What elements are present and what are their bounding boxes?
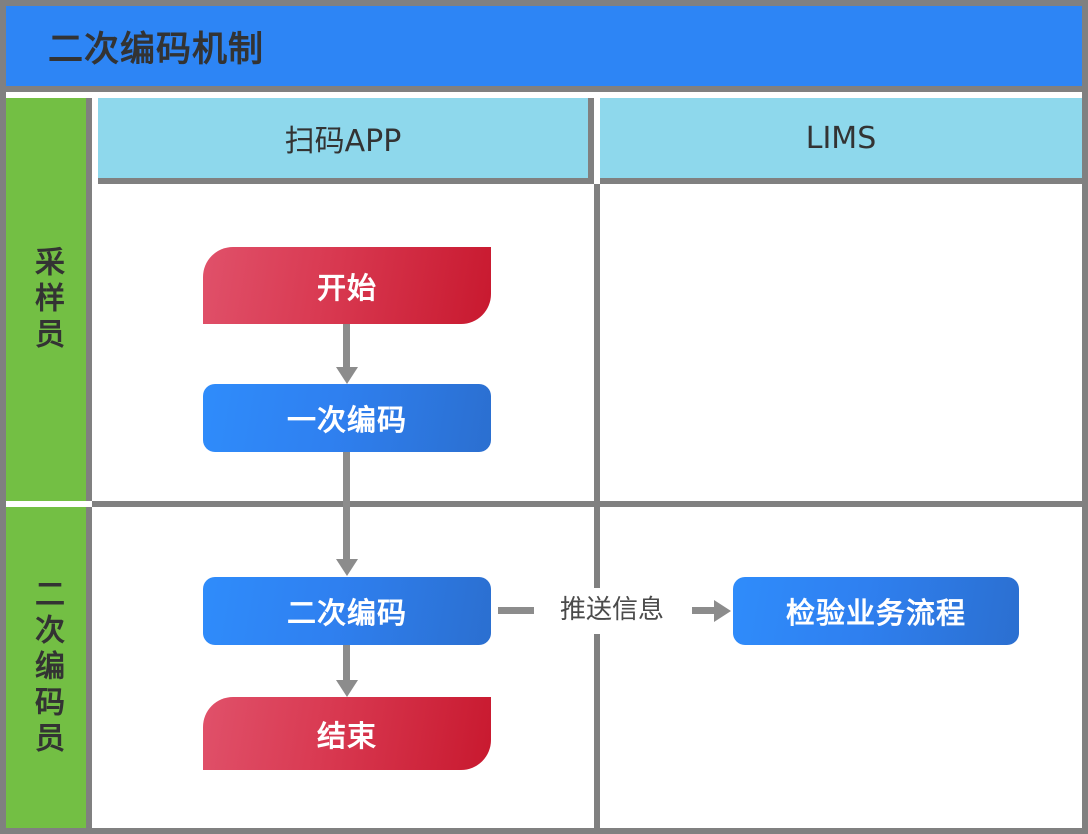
diagram-title-bar: 二次编码机制 bbox=[6, 6, 1082, 92]
connector-push-segment-left bbox=[498, 607, 534, 614]
lane-label-second-coder: 二次编码员 bbox=[29, 577, 64, 758]
lane-label-sampler: 采样员 bbox=[29, 245, 64, 354]
node-end[interactable]: 结束 bbox=[203, 697, 491, 770]
column-divider-top bbox=[594, 184, 600, 588]
connector-first-code-to-second-code bbox=[343, 452, 350, 559]
column-header-lims: LIMS bbox=[600, 98, 1082, 184]
arrow-right-icon bbox=[714, 600, 731, 622]
column-divider-bottom bbox=[594, 634, 600, 828]
arrow-down-icon bbox=[336, 680, 358, 697]
connector-second-code-to-end bbox=[343, 645, 350, 680]
arrow-down-icon bbox=[336, 559, 358, 576]
connector-start-to-first-code bbox=[343, 324, 350, 367]
column-label-scan-app: 扫码APP bbox=[284, 124, 402, 159]
connector-push-segment-right bbox=[692, 607, 716, 614]
column-label-lims: LIMS bbox=[805, 120, 877, 156]
node-first-code[interactable]: 一次编码 bbox=[203, 384, 491, 452]
arrow-down-icon bbox=[336, 367, 358, 384]
node-start[interactable]: 开始 bbox=[203, 247, 491, 324]
node-inspection-process[interactable]: 检验业务流程 bbox=[733, 577, 1019, 645]
node-second-code[interactable]: 二次编码 bbox=[203, 577, 491, 645]
column-header-scan-app: 扫码APP bbox=[98, 98, 594, 184]
lane-header-second-coder: 二次编码员 bbox=[6, 507, 92, 828]
page-title: 二次编码机制 bbox=[48, 29, 265, 70]
connector-label-push-info: 推送信息 bbox=[534, 589, 690, 626]
lane-header-sampler: 采样员 bbox=[6, 98, 92, 501]
lane-divider bbox=[92, 501, 1082, 507]
